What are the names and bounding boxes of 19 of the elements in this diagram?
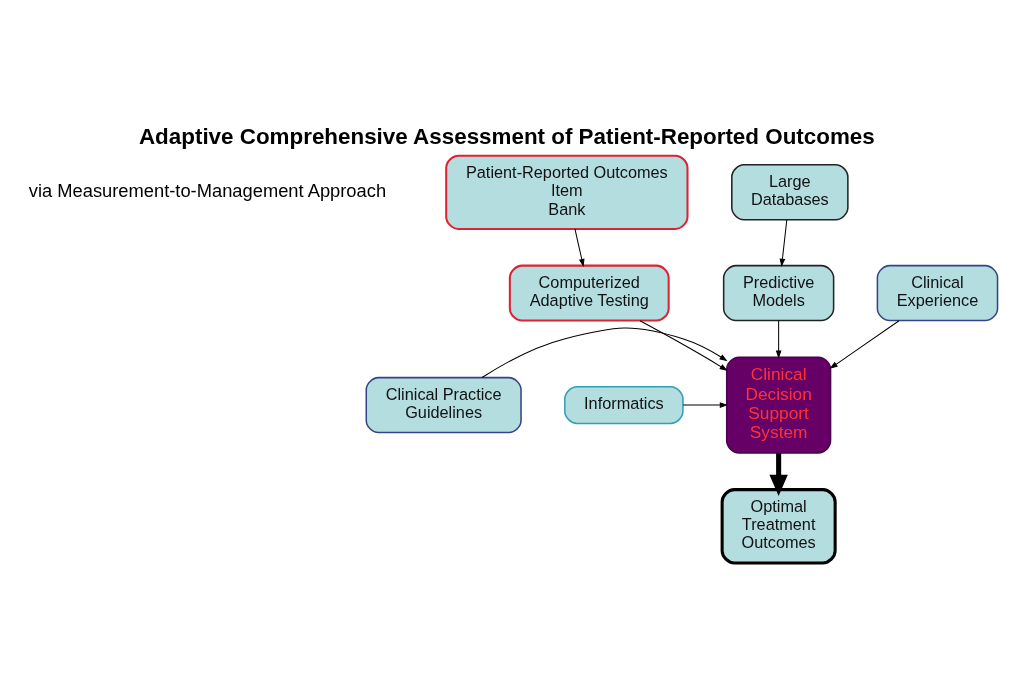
node-box: Computerized Adaptive Testing: [508, 264, 670, 322]
node-box: Clinical Practice Guidelines: [365, 376, 522, 434]
arrow: [829, 320, 900, 369]
arrow: [775, 320, 782, 359]
node-box: Large Databases: [731, 164, 849, 221]
node-box: Informatics: [564, 386, 684, 425]
arrow: [481, 327, 728, 379]
node-box: Patient-Reported Outcomes Item Bank: [445, 154, 689, 230]
node-box: Clinical Experience: [876, 264, 999, 322]
node-box: Predictive Models: [722, 264, 835, 322]
diagram-title: Adaptive Comprehensive Assessment of Patient-Reported Outcomes: [138, 124, 875, 150]
label: via Measurement-to-Management Approach: [28, 179, 387, 201]
arrow: [639, 320, 728, 371]
arrow: [769, 453, 788, 496]
arrow: [779, 219, 788, 267]
arrow: [574, 228, 585, 267]
arrow: [682, 402, 728, 408]
node-box: Clinical Decision Support System: [725, 356, 832, 454]
node-box: Optimal Treatment Outcomes: [720, 488, 837, 565]
